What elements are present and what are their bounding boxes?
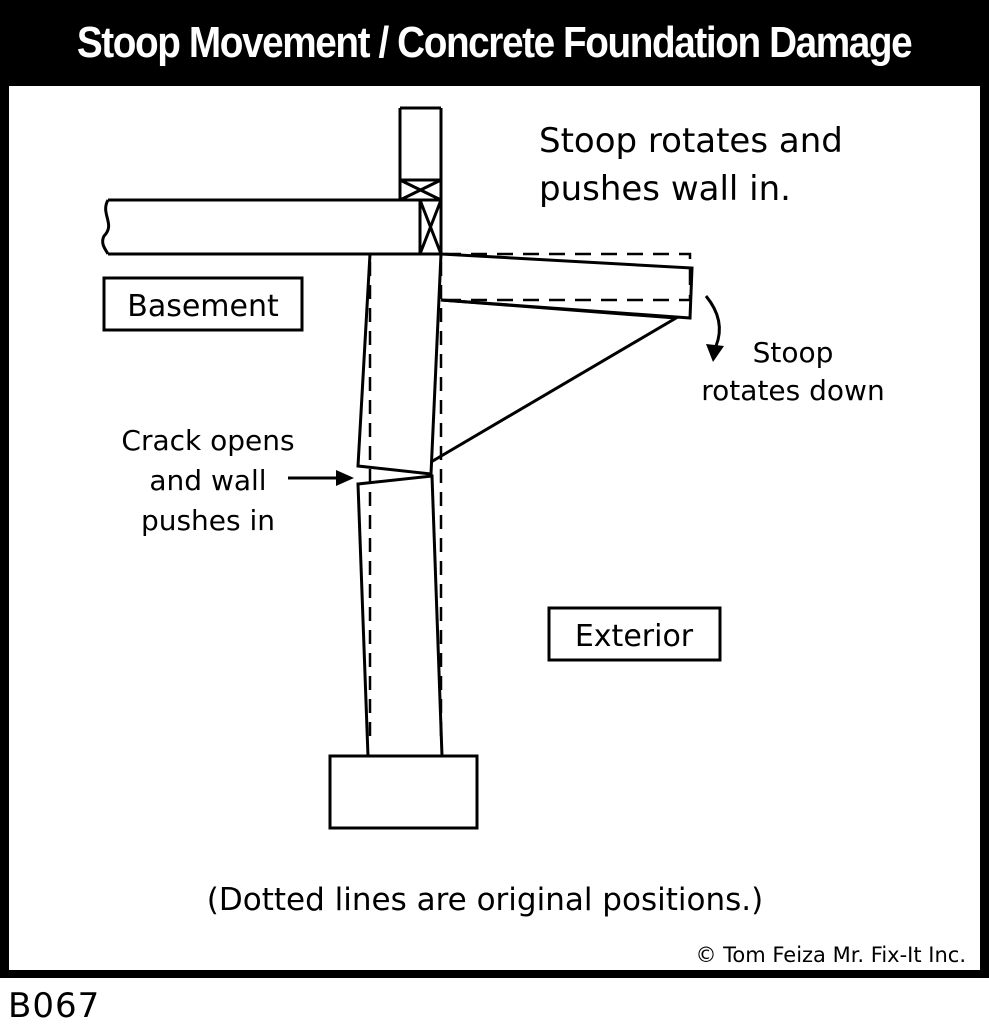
- stoop-label-line-2: rotates down: [701, 374, 884, 407]
- rotation-arrow-head: [706, 344, 724, 362]
- exterior-label-box: [547, 606, 722, 662]
- wall-stud: [398, 106, 443, 202]
- stoop-label-line-1: Stoop: [753, 336, 834, 369]
- footnote: (Dotted lines are original positions.): [207, 882, 763, 918]
- original-wall-outline: [368, 262, 443, 740]
- footing: [328, 754, 479, 830]
- crack-arrow-head: [336, 470, 354, 486]
- note-line-1: Stoop rotates and: [539, 121, 843, 161]
- exterior-label: Exterior: [575, 619, 694, 654]
- page-title: Stoop Movement / Concrete Foundation Dam…: [77, 18, 913, 67]
- crack-label-line-2: and wall: [149, 464, 266, 497]
- crack-label-line-3: pushes in: [141, 504, 275, 537]
- rotation-arrow: [704, 295, 721, 347]
- stoop-slab: [430, 252, 694, 464]
- basement-label: Basement: [127, 289, 279, 324]
- crack-label-line-1: Crack opens: [121, 424, 294, 457]
- credit: © Tom Feiza Mr. Fix-It Inc.: [695, 943, 966, 967]
- original-stoop-outline: [445, 252, 692, 302]
- figure-code: B067: [8, 986, 101, 1026]
- rim-joist: [418, 199, 443, 255]
- title-bar: Stoop Movement / Concrete Foundation Dam…: [0, 0, 989, 86]
- basement-label-box: [102, 276, 304, 332]
- illustration-frame: Stoop Movement / Concrete Foundation Dam…: [0, 0, 989, 978]
- floor-joist: [101, 198, 443, 256]
- note-line-2: pushes wall in.: [539, 169, 791, 209]
- illustration-panel: [9, 86, 980, 970]
